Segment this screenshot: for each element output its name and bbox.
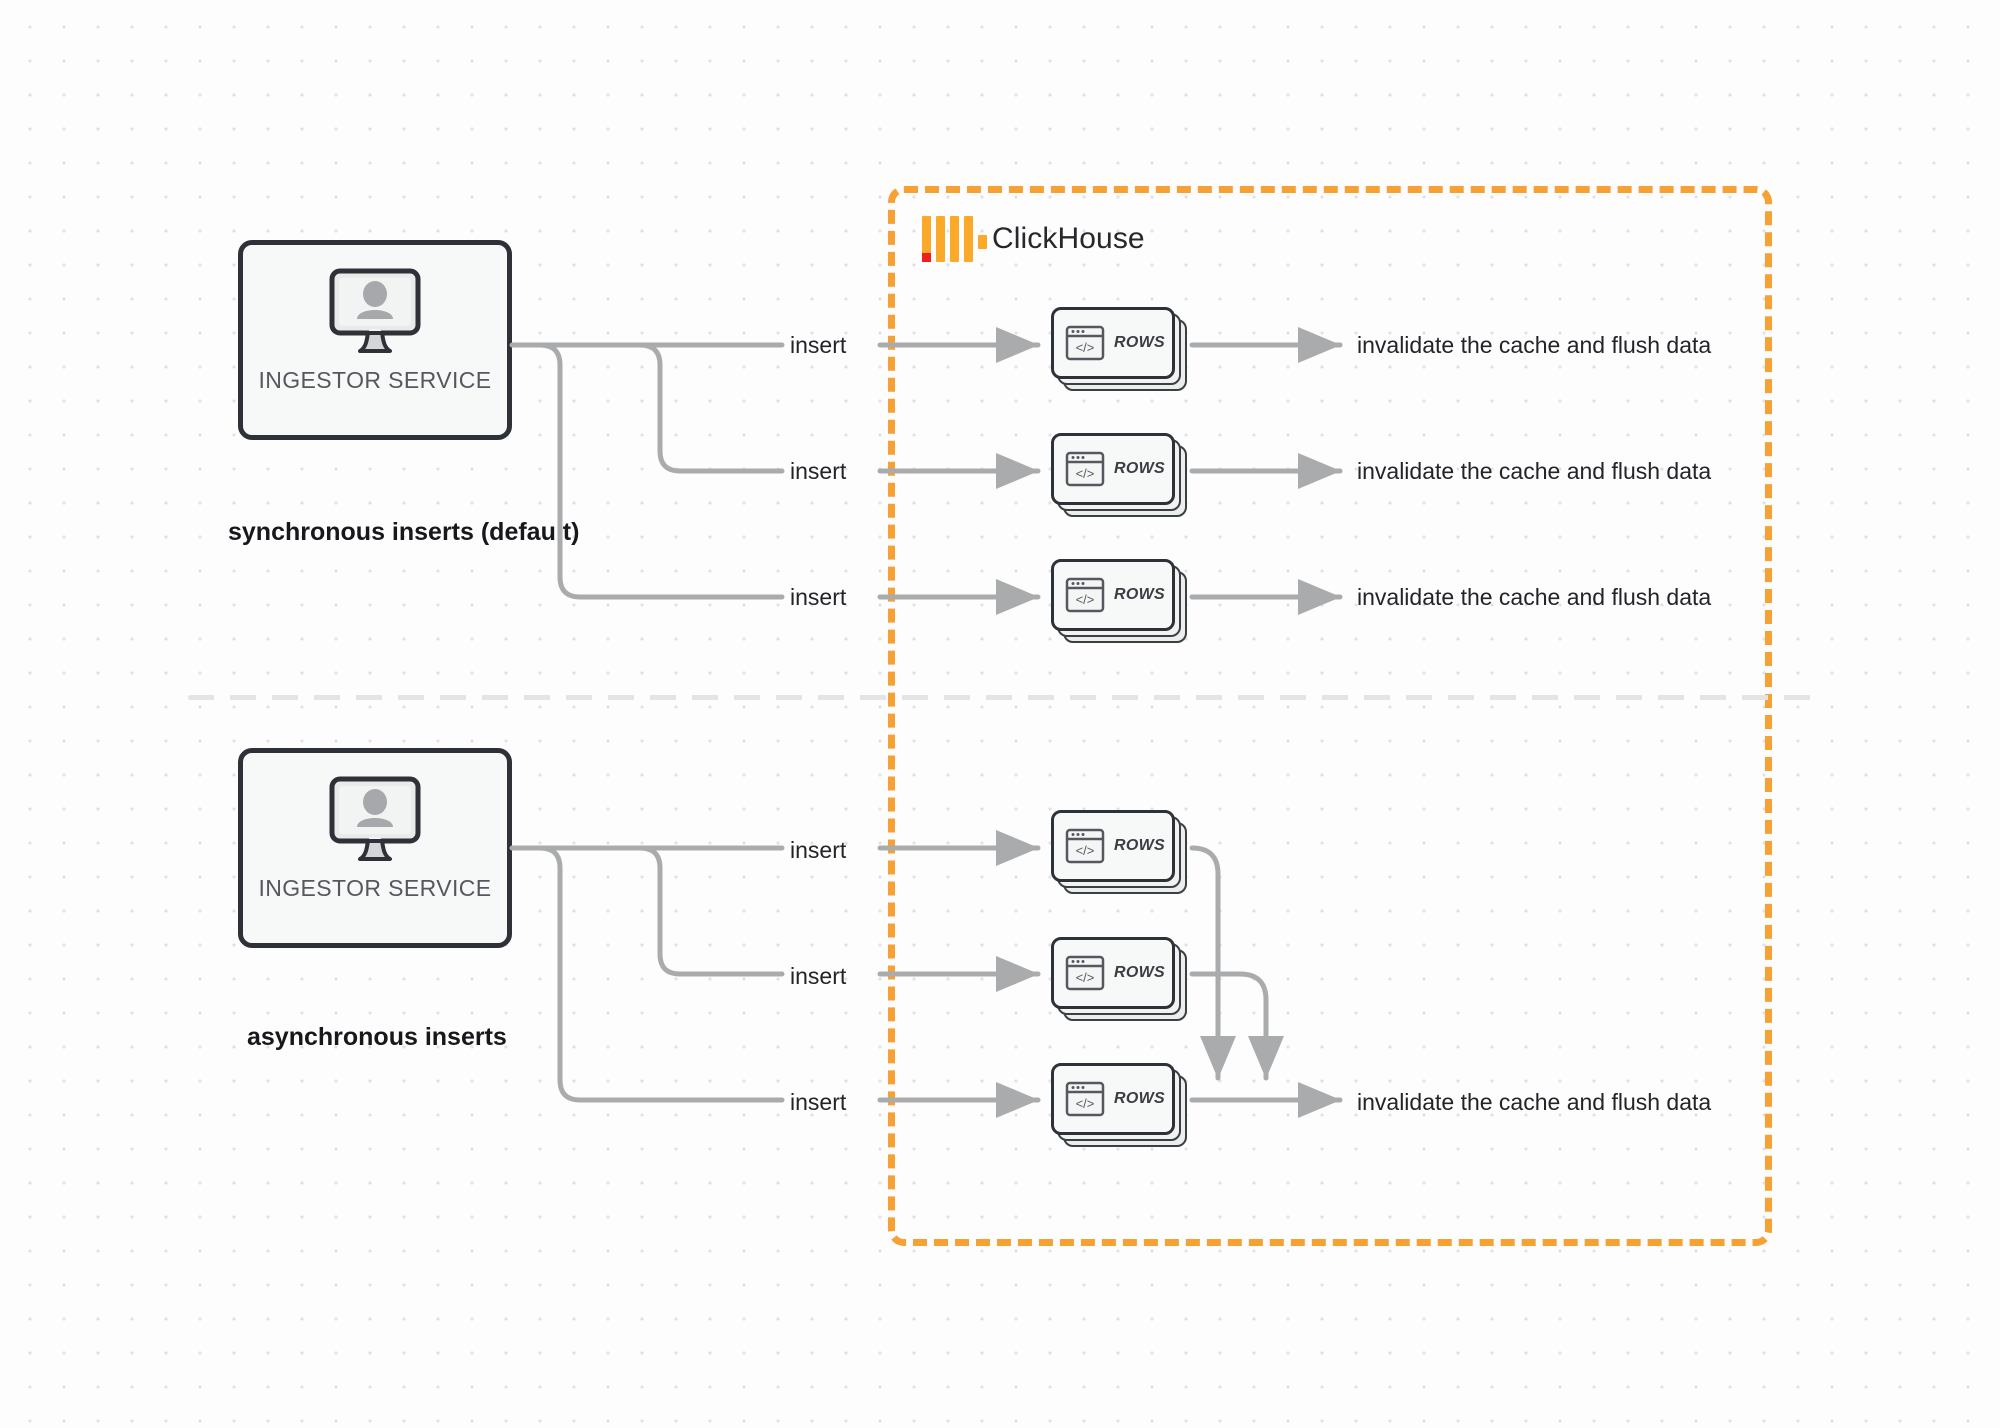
rows-node-label: ROWS — [1114, 334, 1165, 351]
clickhouse-logo-icon — [922, 216, 987, 262]
ingestor-service-async[interactable]: INGESTOR SERVICE — [238, 748, 512, 948]
rows-node-sync-3[interactable]: </> ROWS — [1051, 559, 1187, 643]
svg-text:</>: </> — [1076, 592, 1095, 607]
wire-sync-out-3 — [537, 342, 785, 600]
code-window-icon: </> — [1065, 828, 1105, 864]
insert-label-sync-3: insert — [790, 584, 847, 610]
rows-node-async-1[interactable]: </> ROWS — [1051, 810, 1187, 894]
insert-label-async-2: insert — [790, 963, 847, 989]
code-window-icon: </> — [1065, 955, 1105, 991]
rows-node-label: ROWS — [1114, 837, 1165, 854]
monitor-user-icon — [329, 776, 421, 861]
wire-async-out-2 — [597, 845, 785, 977]
code-window-icon: </> — [1065, 1081, 1105, 1117]
invalidate-label-sync-1: invalidate the cache and flush data — [1357, 332, 1712, 358]
invalidate-label-sync-2: invalidate the cache and flush data — [1357, 458, 1712, 484]
svg-text:</>: </> — [1076, 843, 1095, 858]
clickhouse-wordmark: ClickHouse — [992, 222, 1145, 255]
invalidate-label-sync-3: invalidate the cache and flush data — [1357, 584, 1712, 610]
code-window-icon: </> — [1065, 451, 1105, 487]
rows-node-label: ROWS — [1114, 586, 1165, 603]
ingestor-service-label-sync: INGESTOR SERVICE — [258, 367, 492, 393]
rows-node-async-3[interactable]: </> ROWS — [1051, 1063, 1187, 1147]
wire-async-out-3 — [537, 845, 785, 1103]
rows-node-sync-1[interactable]: </> ROWS — [1051, 307, 1187, 391]
clickhouse-brand: ClickHouse — [922, 216, 1145, 262]
section-label-async: asynchronous inserts — [247, 1023, 507, 1051]
rows-node-async-2[interactable]: </> ROWS — [1051, 937, 1187, 1021]
clickhouse-boundary — [888, 186, 1772, 1246]
rows-node-sync-2[interactable]: </> ROWS — [1051, 433, 1187, 517]
code-window-icon: </> — [1065, 577, 1105, 613]
ingestor-service-label-async: INGESTOR SERVICE — [258, 875, 492, 901]
rows-node-label: ROWS — [1114, 460, 1165, 477]
svg-text:</>: </> — [1076, 340, 1095, 355]
section-divider — [188, 695, 1818, 700]
code-window-icon: </> — [1065, 325, 1105, 361]
rows-node-label: ROWS — [1114, 1090, 1165, 1107]
ingestor-service-sync[interactable]: INGESTOR SERVICE — [238, 240, 512, 440]
wire-sync-out-2 — [597, 342, 785, 474]
insert-label-sync-1: insert — [790, 332, 847, 358]
insert-label-sync-2: insert — [790, 458, 847, 484]
insert-label-async-3: insert — [790, 1089, 847, 1115]
insert-label-async-1: insert — [790, 837, 847, 863]
monitor-user-icon — [329, 268, 421, 353]
rows-node-label: ROWS — [1114, 964, 1165, 981]
section-label-sync: synchronous inserts (default) — [228, 518, 580, 546]
svg-text:</>: </> — [1076, 970, 1095, 985]
invalidate-label-async: invalidate the cache and flush data — [1357, 1089, 1712, 1115]
svg-text:</>: </> — [1076, 466, 1095, 481]
svg-text:</>: </> — [1076, 1096, 1095, 1111]
